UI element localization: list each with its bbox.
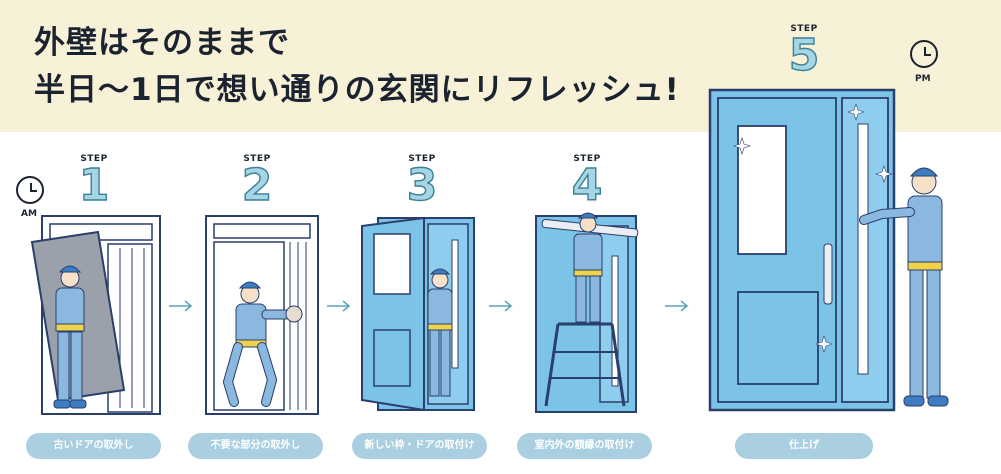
sparkle-icon xyxy=(733,103,893,353)
scene-step-4 xyxy=(535,212,639,413)
arrow-right-icon xyxy=(169,300,193,312)
step-number: 3 xyxy=(406,160,438,211)
clock-icon-am xyxy=(16,176,44,204)
clock-icon-pm xyxy=(910,40,938,68)
step-word: STEP xyxy=(408,154,436,164)
step-1-caption: 古いドアの取外し xyxy=(26,433,161,459)
step-5-caption: 仕上げ xyxy=(735,433,873,459)
pm-label: PM xyxy=(915,74,931,84)
step-3-header: STEP 3 xyxy=(392,154,452,208)
step-4-header: STEP 4 xyxy=(557,154,617,208)
arrow-right-icon xyxy=(489,300,513,312)
scene-step-3 xyxy=(361,216,475,412)
step-4-caption: 室内外の額縁の取付け xyxy=(517,433,652,459)
step-2-caption: 不要な部分の取外し xyxy=(188,433,323,459)
step-word: STEP xyxy=(243,154,271,164)
step-number: 1 xyxy=(78,160,110,211)
scene-step-5 xyxy=(708,88,949,412)
headline: 外壁はそのままで 半日〜1日で想い通りの玄関にリフレッシュ! xyxy=(34,20,680,114)
step-3-caption: 新しい枠・ドアの取付け xyxy=(352,433,487,459)
step-number: 4 xyxy=(571,160,603,211)
headline-line1: 外壁はそのままで xyxy=(34,25,290,61)
scene-step-2 xyxy=(205,215,319,415)
step-5-header: STEP 5 xyxy=(774,24,834,78)
scene-step-1 xyxy=(30,215,161,415)
step-word: STEP xyxy=(573,154,601,164)
step-word: STEP xyxy=(790,24,818,34)
step-number: 5 xyxy=(788,30,820,81)
arrow-right-icon xyxy=(327,300,351,312)
step-1-header: STEP 1 xyxy=(64,154,124,208)
step-word: STEP xyxy=(80,154,108,164)
headline-line2: 半日〜1日で想い通りの玄関にリフレッシュ! xyxy=(34,72,680,108)
arrow-right-icon xyxy=(665,300,689,312)
step-number: 2 xyxy=(241,160,273,211)
step-2-header: STEP 2 xyxy=(227,154,287,208)
am-label: AM xyxy=(21,209,37,219)
